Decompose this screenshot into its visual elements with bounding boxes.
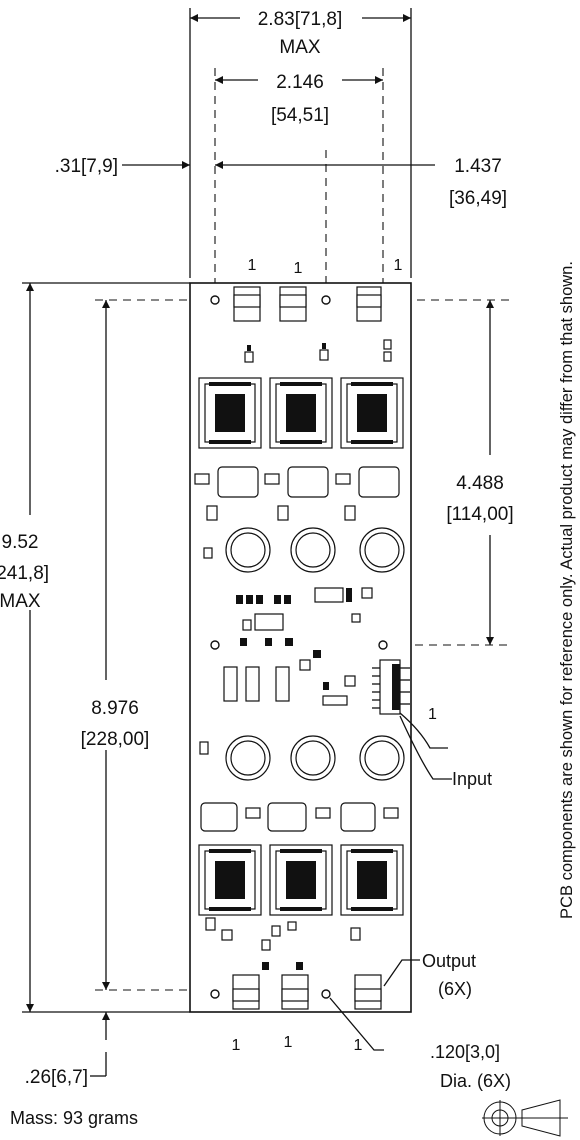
small-components-top xyxy=(244,339,392,363)
overall-width-label: 2.83[71,8] xyxy=(258,9,343,30)
input-callout: Input xyxy=(399,712,492,789)
input-leader xyxy=(399,715,452,780)
mounting-hole xyxy=(210,295,220,305)
transformer xyxy=(269,844,333,916)
output-spacing-mm: [54,51] xyxy=(271,105,329,126)
bottom-connectors: 1 1 1 xyxy=(232,974,382,1054)
left-offset-label: .31[7,9] xyxy=(55,156,118,177)
dimension-left-offset: .31[7,9] 1.437 [36,49] xyxy=(55,156,507,209)
mounting-hole xyxy=(321,295,331,305)
output-spacing-in: 2.146 xyxy=(276,72,324,93)
overall-length-mm: [241,8] xyxy=(0,563,49,584)
small-components-bottom xyxy=(205,917,361,970)
dimension-bottom-offset: .26[6,7] xyxy=(25,1012,110,1088)
pin1-top-a: 1 xyxy=(248,257,257,274)
overall-width-note: MAX xyxy=(279,37,321,58)
pin1-bottom-b: 1 xyxy=(284,1034,293,1051)
hole-dia-label: .120[3,0] xyxy=(430,1042,500,1062)
transformer-modules xyxy=(198,377,404,916)
dimension-output-spacing: 2.146 [54,51] xyxy=(215,72,383,126)
transformer xyxy=(198,377,262,449)
pin1-bottom-c: 1 xyxy=(354,1037,363,1054)
output-count-label: (6X) xyxy=(438,979,472,999)
third-angle-projection-icon xyxy=(482,1099,568,1137)
mounting-hole xyxy=(321,989,331,999)
transformer xyxy=(269,377,333,449)
reference-note: PCB components are shown for reference o… xyxy=(558,261,576,919)
center-offset-mm: [36,49] xyxy=(449,188,507,209)
capacitor-row-bottom xyxy=(200,802,399,832)
mounting-hole xyxy=(378,640,388,650)
center-offset-in: 1.437 xyxy=(454,156,502,177)
overall-length-in: 9.52 xyxy=(2,532,39,553)
pin1-input: 1 xyxy=(428,706,437,723)
bottom-offset-label: .26[6,7] xyxy=(25,1067,88,1088)
power-transistors xyxy=(225,527,405,781)
output-label: Output xyxy=(422,951,476,971)
hole-spacing-mm: [228,00] xyxy=(81,729,150,750)
pin1-bottom-a: 1 xyxy=(232,1037,241,1054)
top-connectors: 1 1 1 xyxy=(233,257,403,322)
hole-dia-callout: .120[3,0] Dia. (6X) xyxy=(329,997,511,1091)
input-capacitors xyxy=(223,666,290,702)
overall-length-note: MAX xyxy=(0,591,41,612)
hole-dia-note: Dia. (6X) xyxy=(440,1071,511,1091)
half-spacing-in: 4.488 xyxy=(456,473,504,494)
output-callout: Output (6X) xyxy=(383,951,476,999)
half-spacing-mm: [114,00] xyxy=(446,504,513,525)
pin1-top-c: 1 xyxy=(394,257,403,274)
dimension-hole-spacing: 8.976 [228,00] xyxy=(81,300,150,990)
mounting-hole xyxy=(210,640,220,650)
transformer xyxy=(340,844,404,916)
capacitor-row-top xyxy=(194,466,400,498)
mounting-hole xyxy=(210,989,220,999)
dimension-overall-width: 2.83[71,8] MAX xyxy=(190,9,411,58)
hole-spacing-in: 8.976 xyxy=(91,698,139,719)
transformer xyxy=(198,844,262,916)
dimension-half-spacing: 4.488 [114,00] xyxy=(446,300,514,645)
transformer xyxy=(340,377,404,449)
small-components-middle xyxy=(199,505,373,755)
pin1-top-b: 1 xyxy=(294,260,303,277)
input-connector xyxy=(372,659,410,715)
input-label: Input xyxy=(452,769,492,789)
dimension-overall-length: 9.52 [241,8] MAX xyxy=(0,283,49,1012)
mass-note: Mass: 93 grams xyxy=(10,1108,138,1128)
